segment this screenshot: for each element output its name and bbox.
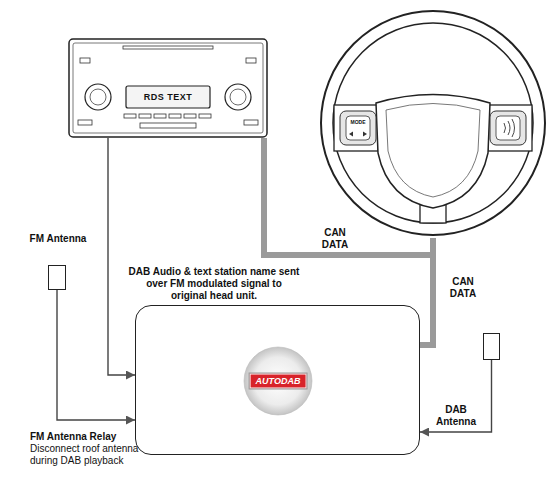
drawing-path	[376, 95, 490, 209]
dab-antenna: DAB Antenna	[483, 333, 500, 360]
drawing-rect	[78, 120, 92, 125]
drawing-rect	[123, 46, 213, 49]
drawing-rect	[154, 114, 166, 118]
drawing-path	[363, 132, 367, 137]
display-text: RDS TEXT	[126, 86, 210, 108]
head-unit: RDS TEXT	[68, 38, 268, 138]
can-bus-line	[420, 238, 433, 345]
drawing-rect	[139, 114, 151, 118]
drawing-rect	[140, 123, 196, 128]
drawing-circle	[85, 84, 111, 110]
drawing-rect	[346, 116, 370, 140]
edge-label: CAN DATA	[313, 227, 357, 251]
signal-wire	[420, 360, 492, 432]
drawing-rect	[488, 105, 532, 151]
drawing-circle	[321, 11, 545, 235]
head-unit-drawing	[68, 38, 268, 138]
drawing-rect	[69, 39, 267, 137]
drawing-rect	[490, 111, 526, 145]
relay-note: Disconnect roof antenna during DAB playb…	[30, 443, 156, 467]
logo-badge: AUTODAB	[250, 374, 307, 389]
steering-wheel: MODE	[318, 8, 548, 238]
drawing-circle	[90, 89, 106, 105]
drawing-rect	[80, 58, 90, 63]
drawing-rect	[124, 114, 136, 118]
edge-label: CAN DATA	[441, 276, 485, 300]
drawing-rect	[169, 114, 181, 118]
drawing-circle	[244, 347, 312, 415]
drawing-rect	[244, 120, 258, 125]
button-text: MODE	[346, 118, 370, 126]
drawing-path	[512, 119, 515, 137]
antenna-label: DAB Antenna	[433, 404, 479, 428]
autodab-unit: AUTODAB	[135, 305, 420, 455]
fm-antenna: FM Antenna	[48, 265, 66, 290]
drawing-circle	[225, 84, 251, 110]
drawing-rect	[334, 105, 378, 151]
drawing-circle	[333, 23, 533, 223]
drawing-rect	[246, 58, 256, 63]
drawing-rect	[496, 116, 520, 140]
drawing-path	[349, 132, 353, 137]
drawing-path	[508, 121, 510, 135]
signal-wire	[57, 290, 135, 420]
antenna-label: FM Antenna	[19, 233, 97, 245]
drawing-rect	[199, 114, 211, 118]
drawing-circle	[230, 89, 246, 105]
drawing-rect	[340, 111, 376, 145]
drawing-path	[504, 123, 506, 133]
drawing-rect	[73, 43, 263, 133]
signal-wire	[108, 138, 135, 375]
edge-label: DAB Audio & text station name sent over …	[127, 266, 301, 302]
drawing-path	[386, 104, 480, 198]
drawing-rect	[126, 86, 210, 108]
relay-title: FM Antenna Relay	[30, 431, 116, 443]
drawing-rect	[184, 114, 196, 118]
